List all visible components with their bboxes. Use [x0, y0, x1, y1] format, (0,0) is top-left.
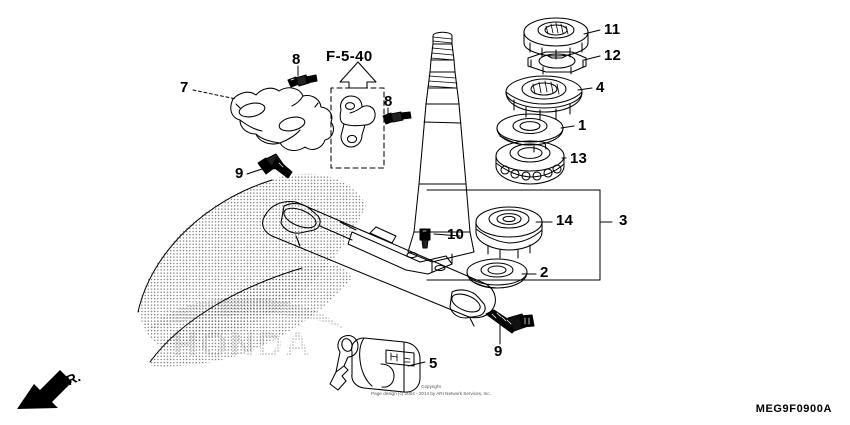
part-steering-stem	[413, 31, 471, 233]
figure-reference-callout	[330, 61, 385, 169]
part-1-upper-race	[496, 113, 564, 153]
part-10-bolt	[419, 228, 431, 249]
leader-lines	[192, 29, 613, 367]
part-13-ball-bearing	[495, 140, 565, 185]
callout-3[interactable]: 3	[619, 212, 628, 229]
callout-9-lower[interactable]: 9	[494, 343, 503, 360]
part-cable-clamp-bracket	[339, 95, 376, 148]
callout-13[interactable]: 13	[570, 150, 588, 167]
copyright-line-2: Page design (c) 2004 - 2014 by ARI Netwo…	[371, 391, 491, 396]
part-8-bolt-lower	[382, 111, 412, 125]
callout-4[interactable]: 4	[596, 79, 605, 96]
copyright-line-1: Copyright	[421, 384, 441, 389]
callout-9-left[interactable]: 9	[235, 165, 244, 182]
diagram-part-number: MEG9F0900A	[755, 403, 832, 415]
callout-10[interactable]: 10	[447, 226, 465, 243]
fender-context-shading	[137, 173, 366, 367]
part-11-top-ring	[523, 17, 589, 60]
part-bottom-bridge	[262, 201, 496, 327]
callout-11[interactable]: 11	[604, 21, 621, 38]
callout-12[interactable]: 12	[604, 47, 622, 64]
callout-5[interactable]: 5	[429, 355, 438, 372]
part-14-lower-bearing	[475, 206, 543, 259]
part-2-lower-race	[466, 258, 528, 289]
callout-8-upper[interactable]: 8	[292, 51, 301, 68]
callout-7[interactable]: 7	[180, 79, 189, 96]
front-direction-arrow	[17, 370, 72, 409]
part-7-cable-guide-plate	[230, 87, 334, 152]
part-8-bolt-upper	[287, 74, 318, 88]
part-9-bolt-left	[257, 153, 293, 179]
callout-1[interactable]: 1	[578, 117, 587, 134]
part-5-ignition-lock	[329, 335, 421, 393]
part-12-lock-washer	[527, 51, 587, 75]
part-4-cone-race	[505, 75, 583, 121]
callout-8-lower[interactable]: 8	[384, 93, 393, 110]
figure-reference-label[interactable]: F-5-40	[326, 48, 373, 65]
callout-14[interactable]: 14	[556, 212, 574, 229]
callout-2[interactable]: 2	[540, 264, 549, 281]
part-9-bolt-lower	[485, 309, 535, 334]
